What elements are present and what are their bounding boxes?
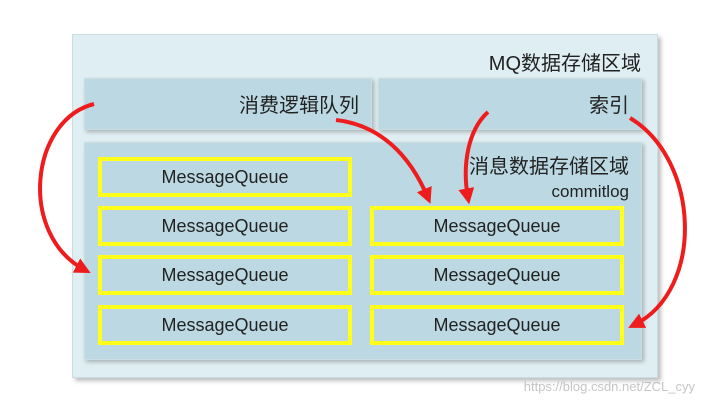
watermark: https://blog.csdn.net/ZCL_cyy	[523, 379, 695, 394]
index-label: 索引	[589, 95, 629, 117]
right-message-queue-2: MessageQueue	[370, 255, 624, 295]
left-message-queue-2: MessageQueue	[98, 206, 352, 246]
index-panel: 索引	[378, 78, 642, 130]
right-message-queue-3: MessageQueue	[370, 305, 624, 345]
consume-logic-queue-label: 消费逻辑队列	[239, 95, 359, 117]
left-message-queue-4: MessageQueue	[98, 305, 352, 345]
message-data-storage-title: 消息数据存储区域 commitlog	[469, 153, 629, 203]
right-message-queue-1: MessageQueue	[370, 206, 624, 246]
consume-logic-queue-panel: 消费逻辑队列	[84, 78, 372, 130]
left-message-queue-1: MessageQueue	[98, 157, 352, 197]
mq-storage-area-title: MQ数据存储区域	[488, 53, 641, 75]
message-data-storage-label: 消息数据存储区域	[469, 156, 629, 178]
left-message-queue-3: MessageQueue	[98, 255, 352, 295]
commitlog-label: commitlog	[551, 182, 629, 201]
